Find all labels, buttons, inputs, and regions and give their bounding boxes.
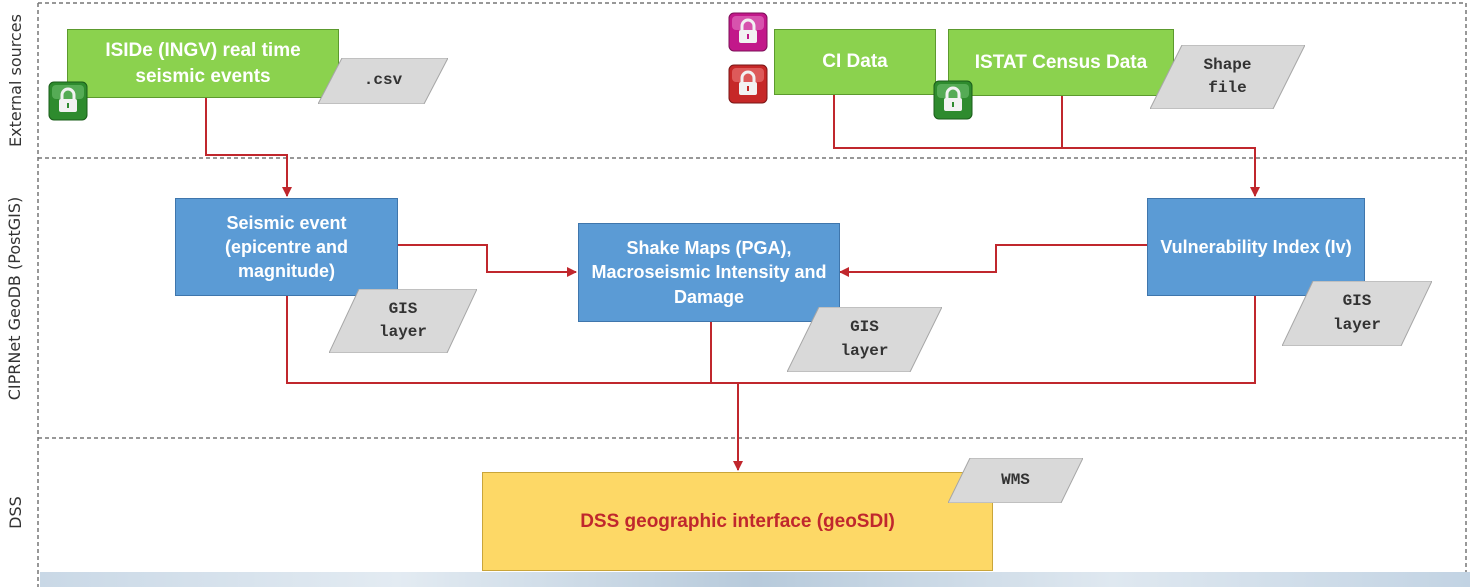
padlock-icon — [933, 80, 973, 120]
csv-tag: .csv — [318, 58, 448, 104]
ci-data-box: CI Data — [774, 29, 936, 95]
padlock-icon — [728, 12, 768, 52]
connectors — [205, 95, 1260, 471]
arrow-seismic-to-shake — [398, 244, 577, 277]
shake-maps-box: Shake Maps (PGA), Macroseismic Intensity… — [578, 223, 840, 322]
line-seismic-down — [286, 296, 1256, 384]
vulnerability-box: Vulnerability Index (Iv) — [1147, 198, 1365, 296]
iside-box: ISIDe (INGV) real time seismic events — [67, 29, 339, 98]
lane-label-dss: DSS — [5, 496, 25, 529]
background-strip — [40, 572, 1470, 587]
padlock-icon — [48, 81, 88, 121]
lane-borders — [37, 2, 1467, 587]
arrow-iside-to-seismic — [205, 98, 292, 197]
lane-label-geodb: CIPRNet GeoDB (PostGIS) — [5, 196, 25, 400]
lane-label-external: External sources — [5, 14, 25, 147]
arrow-istat-to-vulnerability — [1061, 96, 1260, 197]
istat-box: ISTAT Census Data — [948, 29, 1174, 96]
seismic-event-box: Seismic event (epicentre and magnitude) — [175, 198, 398, 296]
arrow-vulnerability-to-shake — [839, 244, 1147, 277]
dss-interface-box: DSS geographic interface (geoSDI) — [482, 472, 993, 571]
wms-tag: WMS — [948, 458, 1083, 503]
padlock-icon — [728, 64, 768, 104]
